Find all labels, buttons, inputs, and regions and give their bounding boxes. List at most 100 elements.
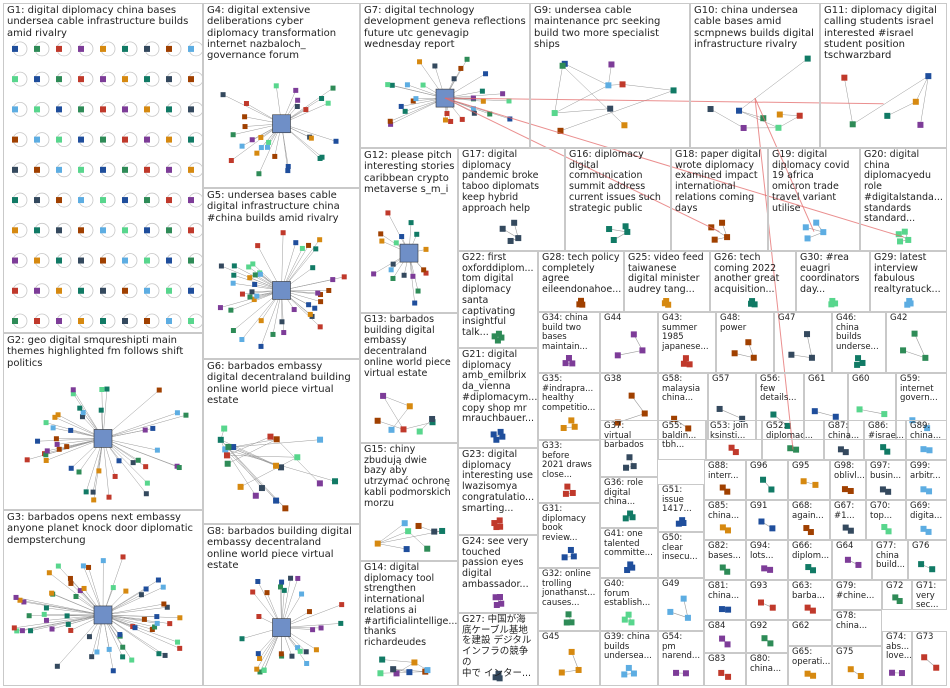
- group-panel-g4: G4: digital extensive deliberations cybe…: [203, 3, 360, 188]
- node: [295, 645, 301, 651]
- group-label-g18: G18: paper digital wrote diplomacy exami…: [675, 149, 761, 214]
- node: [188, 287, 194, 294]
- node: [166, 257, 172, 264]
- node: [507, 116, 513, 122]
- group-panel-g10: G10: china undersea cable bases amid scm…: [690, 3, 820, 148]
- node: [507, 237, 514, 244]
- node: [627, 510, 634, 517]
- group-panel-g70: G70: top...: [866, 500, 906, 540]
- node: [144, 106, 150, 113]
- node: [270, 331, 276, 337]
- edge: [281, 604, 342, 628]
- group-panel-g1: G1: digital diplomacy china bases unders…: [3, 3, 203, 333]
- cross-group-edge: [444, 97, 904, 238]
- node: [415, 522, 422, 529]
- node: [78, 76, 84, 83]
- node: [495, 670, 502, 677]
- node: [43, 617, 49, 623]
- node: [116, 458, 122, 464]
- node: [188, 166, 194, 173]
- node: [306, 242, 312, 248]
- node: [46, 570, 52, 576]
- node: [89, 654, 95, 660]
- group-panel-g71: G71: very sec...: [912, 580, 947, 610]
- node: [289, 653, 295, 659]
- group-panel-g41: G41: one talented committe...: [600, 528, 658, 578]
- node: [561, 554, 568, 561]
- node: [258, 134, 264, 140]
- group-label-g53: G53: join ksinsti...: [710, 421, 749, 441]
- edge: [560, 90, 674, 132]
- node: [317, 237, 323, 243]
- node: [924, 425, 931, 432]
- node: [416, 428, 423, 435]
- node: [122, 136, 128, 143]
- node: [410, 98, 416, 104]
- node: [78, 318, 84, 324]
- node: [804, 331, 811, 338]
- node: [379, 238, 385, 244]
- node: [315, 290, 321, 296]
- edge: [617, 350, 643, 356]
- edge: [852, 75, 929, 125]
- group-label-g16: G16: diplomacy digital communication sum…: [569, 149, 661, 214]
- group-panel-g79: G79: #chine...: [832, 580, 882, 610]
- node: [719, 484, 726, 491]
- group-label-g41: G41: one talented committe...: [604, 529, 653, 559]
- node: [164, 604, 170, 610]
- node: [122, 287, 128, 294]
- node: [237, 483, 244, 490]
- node: [317, 324, 323, 330]
- node: [183, 412, 189, 418]
- node: [499, 433, 506, 440]
- node: [100, 197, 106, 204]
- node: [804, 55, 811, 62]
- node: [78, 227, 84, 234]
- group-panel-g59: G59: internet govern...: [896, 373, 947, 440]
- group-panel-g94: G94: lots...: [746, 540, 788, 580]
- group-panel-g47: G47: [774, 312, 832, 373]
- node: [920, 486, 927, 493]
- group-label-g96: G96: [750, 461, 768, 471]
- node: [299, 591, 305, 597]
- node: [736, 107, 743, 114]
- node: [166, 197, 172, 204]
- node: [881, 411, 888, 418]
- cross-group-edge: [754, 98, 794, 450]
- group-label-g46: G46: china builds underse...: [836, 313, 879, 352]
- node: [605, 82, 612, 89]
- node: [630, 331, 637, 338]
- group-label-g93: G93: [750, 581, 768, 591]
- node: [104, 386, 110, 392]
- node: [34, 136, 40, 143]
- node: [291, 307, 297, 313]
- node: [264, 144, 270, 150]
- group-label-g52: G52: diplomac...: [766, 421, 813, 441]
- group-panel-g95: G95: [788, 460, 830, 500]
- node: [740, 124, 747, 131]
- node: [174, 410, 180, 416]
- node: [608, 61, 615, 68]
- node: [188, 197, 194, 204]
- edge: [220, 439, 277, 501]
- node: [13, 594, 19, 600]
- node: [106, 494, 112, 500]
- node: [77, 405, 83, 411]
- node: [570, 553, 577, 560]
- node: [56, 227, 62, 234]
- node: [749, 298, 756, 305]
- edge: [102, 414, 187, 439]
- group-panel-g38: G38: [600, 373, 658, 440]
- edge: [37, 438, 104, 442]
- node: [641, 410, 648, 417]
- node: [401, 272, 407, 278]
- node: [424, 667, 431, 674]
- group-label-g33: G33: before 2021 draws close...: [542, 441, 592, 480]
- node: [313, 246, 319, 252]
- node: [34, 227, 40, 234]
- node: [325, 100, 331, 106]
- node: [724, 527, 731, 534]
- node: [246, 264, 252, 270]
- group-label-g80: G80: china...: [750, 654, 782, 674]
- node: [385, 82, 391, 88]
